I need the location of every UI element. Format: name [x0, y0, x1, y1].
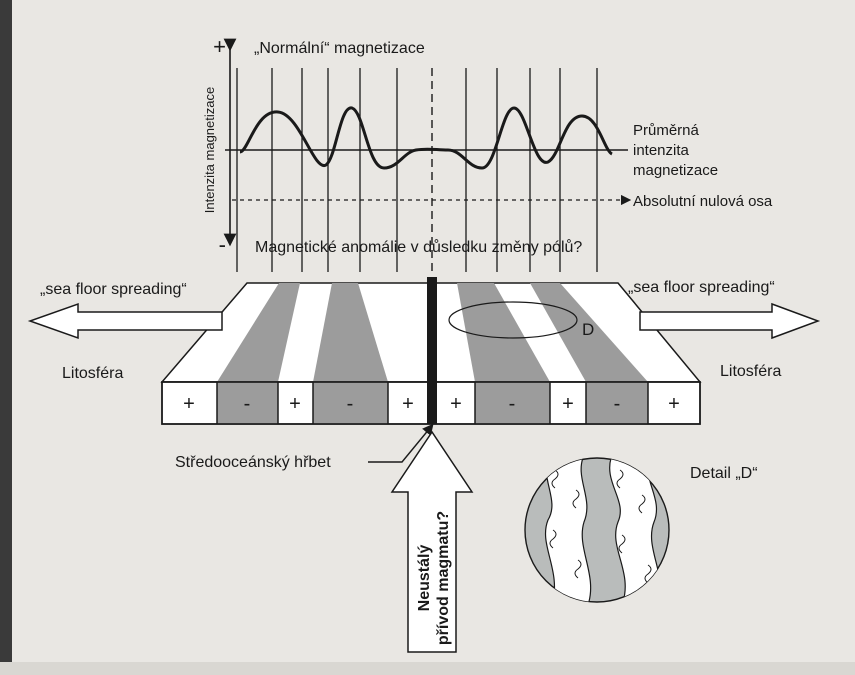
anomaly-question: Magnetické anomálie v důsledku změny pól… [255, 238, 582, 256]
polarity-sign: + [289, 393, 301, 415]
detail-marker: D [582, 320, 594, 339]
detail-area-outline [448, 301, 578, 339]
polarity-sign: + [183, 393, 195, 415]
spreading-arrow-left [27, 302, 223, 340]
polarity-sign: - [614, 393, 621, 415]
polarity-signs: + - + - + + - + - + [183, 393, 680, 415]
lithosphere-label-left: Litosféra [62, 365, 123, 382]
spreading-label-left: „sea floor spreading“ [40, 281, 187, 298]
stripe-boundary-lines [236, 68, 598, 272]
graph-title: „Normální“ magnetizace [254, 40, 425, 57]
magnetization-curve [239, 106, 614, 170]
front-dividers [216, 382, 649, 424]
magma-label-line2: přívod magmatu? [435, 511, 452, 645]
polarity-sign: + [562, 393, 574, 415]
spreading-label-right: „sea floor spreading“ [628, 279, 775, 296]
detail-band-right [609, 458, 662, 602]
polarity-sign: + [668, 393, 680, 415]
polarity-sign: - [244, 393, 251, 415]
magma-label-line1: Neustálý [416, 545, 433, 612]
mid-ocean-ridge-bar [427, 277, 437, 424]
lithosphere-label-right: Litosféra [720, 363, 781, 380]
y-axis-label: Intenzita magnetizace [202, 87, 217, 213]
polarity-sign: - [509, 393, 516, 415]
polarity-sign: + [450, 393, 462, 415]
page-bottom-margin [0, 662, 855, 675]
magnetization-graph: + - Intenzita magnetizace „Normální“ mag… [202, 34, 773, 272]
polarity-sign: + [402, 393, 414, 415]
spreading-arrow-right [639, 302, 821, 340]
lithosphere-block: D + - + - + + - + - [160, 277, 702, 425]
ridge-leader-line [368, 423, 434, 463]
zero-axis-label: Absolutní nulová osa [633, 193, 773, 210]
magma-supply-arrow [390, 430, 474, 653]
mean-label-line3: magnetizace [633, 162, 718, 179]
detail-label: Detail „D“ [690, 465, 758, 482]
plus-sign: + [213, 34, 226, 59]
detail-d-circle [524, 457, 670, 603]
mean-label-line1: Průměrná [633, 122, 700, 139]
minus-sign: - [219, 232, 226, 257]
front-gray-segments [217, 383, 648, 423]
page-binding-edge [0, 0, 12, 675]
mean-label-line2: intenzita [633, 142, 690, 159]
ridge-label: Středooceánský hřbet [175, 454, 331, 471]
polarity-sign: - [347, 393, 354, 415]
